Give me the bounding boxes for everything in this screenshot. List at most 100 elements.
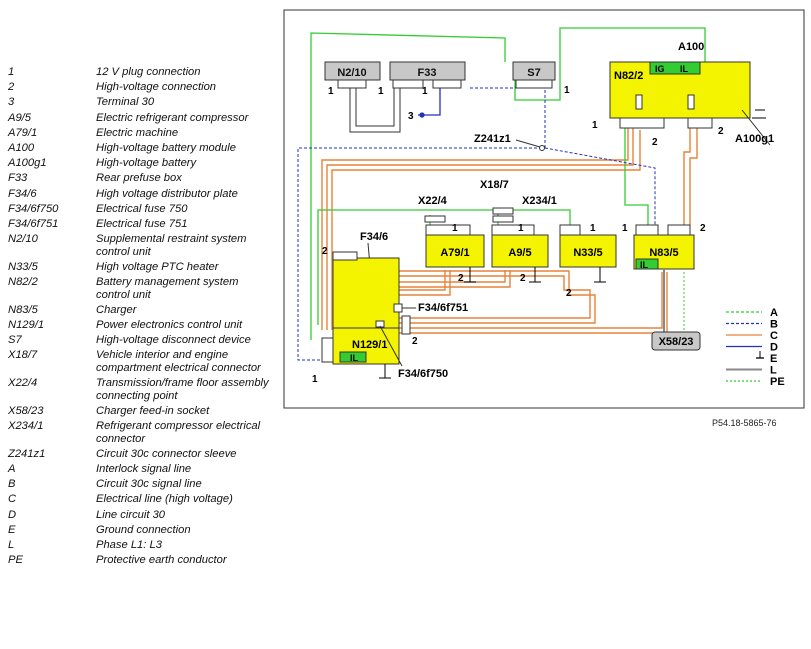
legend-code: A79/1 bbox=[8, 126, 38, 139]
key-label-a: A bbox=[770, 307, 778, 319]
svg-text:3: 3 bbox=[408, 111, 414, 122]
f33-component: F33 1 1 3 bbox=[378, 61, 466, 122]
legend-code: PE bbox=[8, 554, 23, 567]
a100-label: A100 bbox=[678, 41, 704, 53]
legend-item: C Electrical line (high voltage) bbox=[8, 493, 273, 506]
key-label-l: L bbox=[770, 365, 777, 377]
legend-item: A79/1 Electric machine bbox=[8, 127, 273, 140]
legend-code: N33/5 bbox=[8, 260, 38, 273]
legend-description: Line circuit 30 bbox=[96, 508, 166, 521]
legend-code: E bbox=[8, 523, 16, 536]
legend-description: Ground connection bbox=[96, 523, 191, 536]
n2-f33-link bbox=[349, 88, 401, 133]
legend-description: High voltage PTC heater bbox=[96, 260, 219, 273]
svg-text:1: 1 bbox=[518, 223, 524, 234]
legend-code: Z241z1 bbox=[8, 447, 46, 460]
legend-description: Electric machine bbox=[96, 126, 179, 139]
z241z1-connector: Z241z1 bbox=[474, 133, 545, 151]
legend-code: A100g1 bbox=[8, 157, 47, 170]
legend-code: A9/5 bbox=[8, 111, 32, 124]
f34-6f750-label: F34/6f750 bbox=[398, 368, 448, 380]
svg-text:1: 1 bbox=[622, 223, 628, 234]
legend-description: High voltage distributor plate bbox=[96, 187, 238, 200]
legend-code: C bbox=[8, 493, 17, 506]
legend-code: D bbox=[8, 508, 17, 521]
n2-10-component: N2/10 1 bbox=[324, 61, 381, 97]
a9-5-component: A9/5 1 2 bbox=[491, 223, 549, 284]
il-label: IL bbox=[680, 64, 689, 74]
svg-text:2: 2 bbox=[458, 273, 464, 284]
f34-6-label: F34/6 bbox=[360, 231, 388, 243]
legend-item: D Line circuit 30 bbox=[8, 509, 273, 522]
svg-text:2: 2 bbox=[412, 336, 418, 347]
svg-text:1: 1 bbox=[592, 120, 598, 131]
legend-description: Circuit 30c signal line bbox=[96, 478, 202, 491]
a100g1-label: A100g1 bbox=[735, 133, 774, 145]
svg-text:1: 1 bbox=[328, 86, 334, 97]
legend-code: F34/6f751 bbox=[8, 217, 59, 230]
n83-5-component: N83/5 IL 1 2 bbox=[622, 223, 706, 332]
circuit30-blue-solid bbox=[418, 88, 441, 118]
legend-code: A100 bbox=[8, 141, 35, 154]
svg-text:1: 1 bbox=[378, 86, 384, 97]
legend-description: Refrigerant compressor electrical connec… bbox=[96, 420, 261, 445]
x22-4-label: X22/4 bbox=[418, 195, 448, 207]
key-label-e: E bbox=[770, 353, 777, 365]
legend-code: X234/1 bbox=[8, 420, 44, 433]
key-label-c: C bbox=[770, 330, 778, 342]
svg-text:1: 1 bbox=[452, 223, 458, 234]
n33-5-component: N33/5 1 2 bbox=[559, 223, 617, 299]
a79-1-label: A79/1 bbox=[440, 247, 469, 259]
diagram-frame bbox=[283, 9, 805, 409]
s7-label: S7 bbox=[527, 67, 540, 79]
key-label-pe: PE bbox=[770, 376, 785, 388]
n129-1-component: N129/1 IL 1 F34/6f750 bbox=[312, 325, 448, 385]
legend-item: Z241z1 Circuit 30c connector sleeve bbox=[8, 448, 273, 461]
legend-item: N129/1 Power electronics control unit bbox=[8, 319, 273, 332]
n2-10-label: N2/10 bbox=[337, 67, 366, 79]
svg-text:2: 2 bbox=[700, 223, 706, 234]
svg-text:2: 2 bbox=[652, 137, 658, 148]
legend-description: Transmission/frame floor assembly connec… bbox=[96, 377, 269, 402]
legend-description: Electrical line (high voltage) bbox=[96, 493, 233, 506]
f34-6-distributor: F34/6 2 F34/6f751 2 bbox=[322, 231, 468, 347]
a100-battery-module: A100 N82/2 IG IL 1 2 2 A100g1 bbox=[592, 41, 774, 148]
x234-1-label: X234/1 bbox=[522, 195, 557, 207]
x18-7-label: X18/7 bbox=[480, 179, 509, 191]
legend-description: Vehicle interior and engine compartment … bbox=[96, 349, 261, 374]
legend-code: A bbox=[8, 463, 16, 476]
legend-code: 3 bbox=[8, 96, 15, 109]
legend-code: X22/4 bbox=[8, 377, 38, 390]
legend-description: Circuit 30c connector sleeve bbox=[96, 447, 237, 460]
n83-5-label: N83/5 bbox=[649, 247, 678, 259]
legend-code: X58/23 bbox=[8, 404, 44, 417]
legend-description: Electrical fuse 751 bbox=[96, 217, 188, 230]
svg-text:2: 2 bbox=[520, 273, 526, 284]
legend-code: S7 bbox=[8, 334, 22, 347]
legend-description: High-voltage connection bbox=[96, 81, 217, 94]
legend-description: 12 V plug connection bbox=[96, 66, 201, 78]
legend-code: N129/1 bbox=[8, 319, 45, 331]
legend-code: 1 bbox=[8, 66, 15, 78]
f34-6f751-label: F34/6f751 bbox=[418, 302, 468, 314]
hv-orange-lines bbox=[321, 89, 721, 334]
legend-code: F34/6 bbox=[8, 187, 37, 200]
legend-code: F34/6f750 bbox=[8, 202, 59, 215]
legend-description: Power electronics control unit bbox=[96, 319, 243, 331]
n129-1-label: N129/1 bbox=[352, 339, 387, 351]
legend-description: Battery management system control unit bbox=[96, 276, 239, 301]
